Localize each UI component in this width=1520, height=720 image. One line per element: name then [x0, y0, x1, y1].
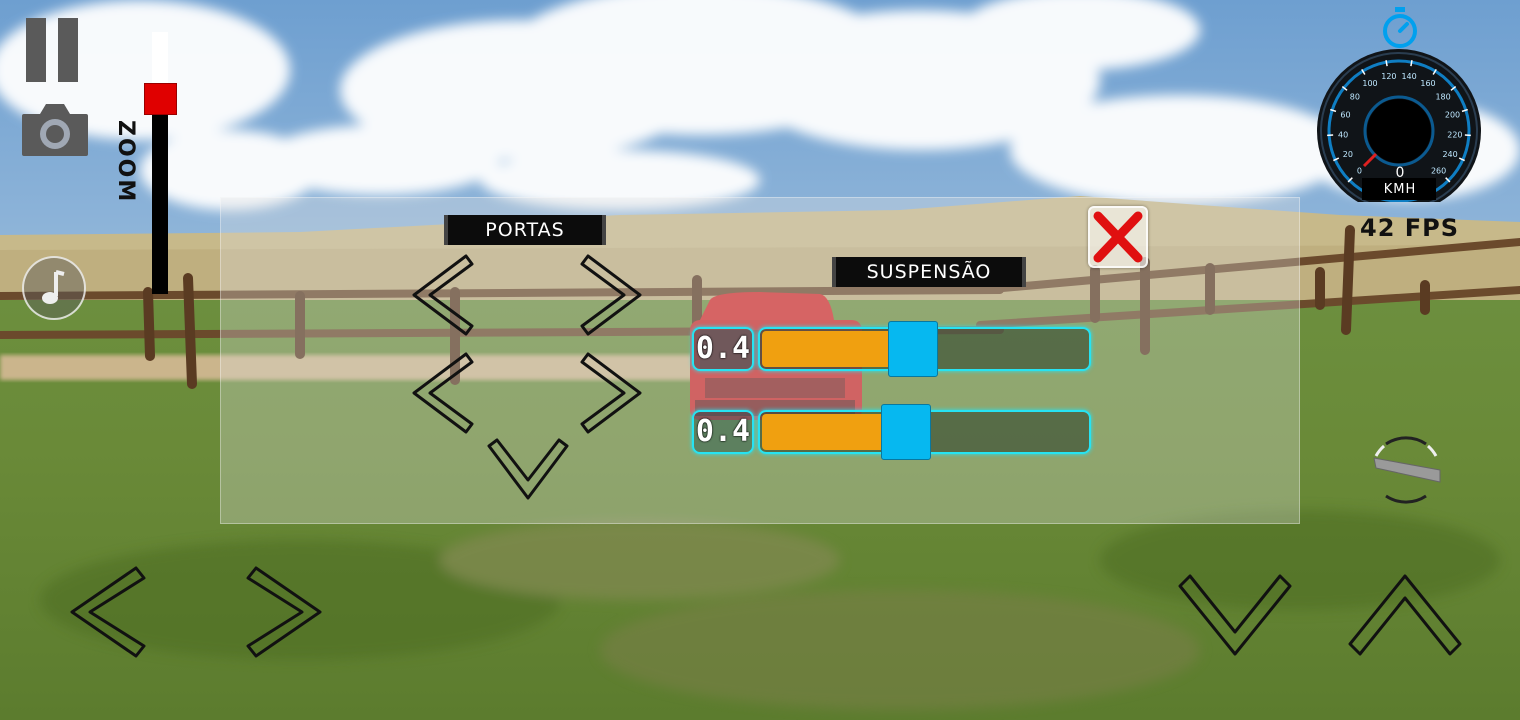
door-rear-right-button[interactable]: [580, 350, 646, 436]
arrow-right-icon: [246, 566, 322, 658]
camera-button[interactable]: [20, 100, 90, 160]
speed-tick-mark: [1461, 108, 1468, 113]
chevron-right-icon: [580, 254, 642, 336]
accelerate-button[interactable]: [1346, 572, 1464, 658]
pause-button[interactable]: [24, 16, 80, 84]
chevron-down-icon: [487, 438, 569, 500]
speed-tick-mark: [1341, 86, 1348, 91]
arrow-left-icon: [70, 566, 146, 658]
speed-tick-mark: [1333, 157, 1340, 162]
trunk-button[interactable]: [485, 436, 571, 504]
speed-tick-label: 200: [1445, 110, 1460, 119]
speed-tick-label: 20: [1343, 150, 1353, 159]
speed-tick-mark: [1458, 157, 1465, 162]
zoom-slider-handle[interactable]: [144, 83, 177, 115]
arrow-up-icon: [1348, 574, 1462, 656]
brake-button[interactable]: [1176, 572, 1294, 658]
stopwatch-icon: [1383, 7, 1417, 48]
suspension-rear-value: 0.4: [692, 410, 754, 454]
steer-left-button[interactable]: [66, 564, 148, 660]
camera-icon: [22, 104, 88, 156]
speed-tick-mark: [1432, 68, 1437, 75]
speed-value: 0: [1395, 165, 1405, 181]
close-icon: [1093, 211, 1143, 263]
chevron-left-icon: [412, 254, 474, 336]
speed-tick-label: 0: [1357, 167, 1362, 176]
steering-toggle-button[interactable]: [1366, 430, 1446, 510]
speed-tick-label: 100: [1362, 79, 1377, 88]
speed-tick-mark: [1450, 86, 1457, 91]
music-icon: [42, 270, 65, 304]
doors-title: PORTAS: [444, 215, 606, 245]
speed-tick-label: 60: [1340, 110, 1350, 119]
door-rear-left-button[interactable]: [408, 350, 474, 436]
speed-tick-label: 240: [1442, 150, 1457, 159]
speed-tick-label: 160: [1420, 79, 1435, 88]
zoom-label: ZOOM: [113, 120, 138, 204]
suspension-front-value: 0.4: [692, 327, 754, 371]
zoom-slider[interactable]: [152, 32, 168, 294]
music-button[interactable]: [22, 256, 86, 320]
speed-tick-label: 140: [1401, 72, 1416, 81]
suspension-title: SUSPENSÃO: [832, 257, 1026, 287]
speed-tick-mark: [1445, 177, 1451, 183]
suspension-front-handle[interactable]: [888, 321, 938, 377]
speed-tick-label: 120: [1381, 72, 1396, 81]
steering-wheel-icon: [1373, 436, 1441, 504]
close-button[interactable]: [1088, 206, 1148, 268]
pause-icon: [26, 18, 78, 82]
speed-tick-label: 40: [1338, 130, 1348, 139]
speed-tick-mark: [1385, 60, 1388, 67]
chevron-left-icon: [412, 352, 474, 434]
speed-tick-mark: [1361, 68, 1366, 75]
speed-tick-mark: [1347, 177, 1353, 183]
arrow-down-icon: [1178, 574, 1292, 656]
suspension-rear-fill: [762, 414, 887, 450]
speed-tick-label: 180: [1435, 93, 1450, 102]
door-front-left-button[interactable]: [408, 252, 474, 338]
door-front-right-button[interactable]: [580, 252, 646, 338]
speed-tick-label: 260: [1431, 167, 1446, 176]
speed-unit: KMH: [1383, 182, 1417, 197]
speed-tick-label: 220: [1447, 130, 1462, 139]
zoom-slider-track-top: [152, 32, 168, 83]
fps-counter: 42 FPS: [1360, 214, 1460, 242]
stopwatch-button[interactable]: [1380, 6, 1420, 50]
speed-tick-mark: [1330, 108, 1337, 113]
steer-right-button[interactable]: [244, 564, 326, 660]
suspension-front-fill: [762, 331, 894, 367]
suspension-rear-handle[interactable]: [881, 404, 931, 460]
speed-tick-mark: [1410, 60, 1413, 67]
chevron-right-icon: [580, 352, 642, 434]
speed-tick-label: 80: [1350, 93, 1360, 102]
